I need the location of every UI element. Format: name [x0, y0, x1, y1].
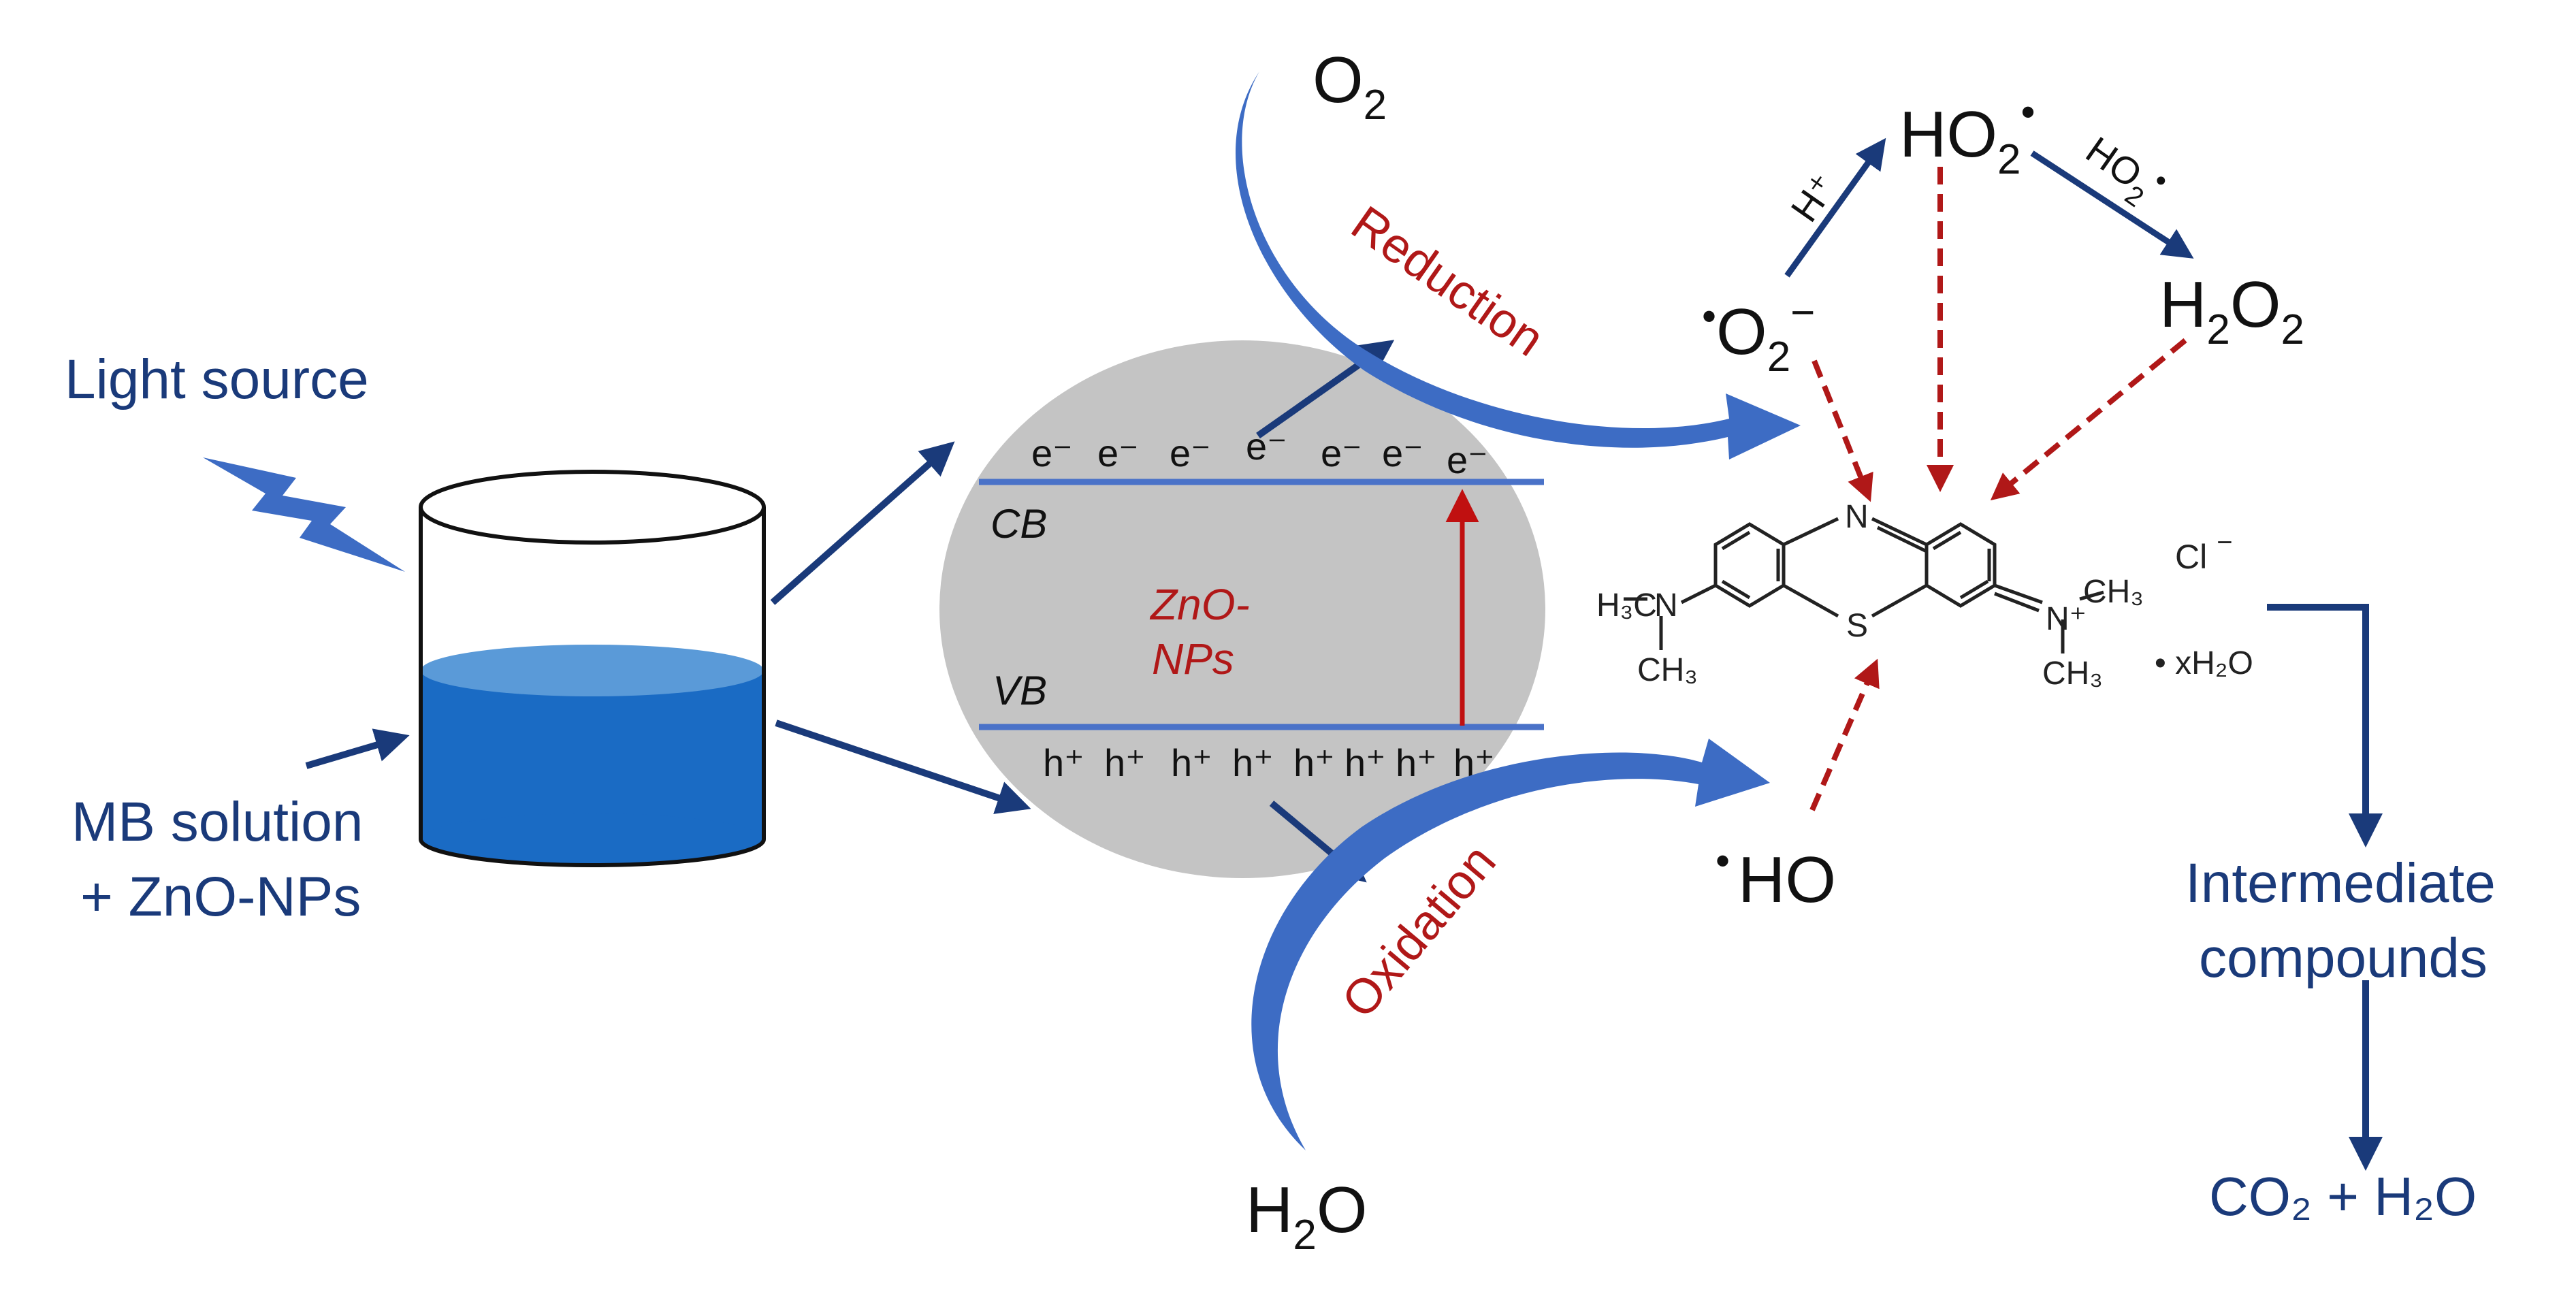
hplus-label: H⁺ — [1782, 165, 1845, 229]
mb-solution-arrow — [305, 728, 410, 769]
electron: e⁻ — [1097, 432, 1139, 474]
light-source-label: Light source — [65, 349, 369, 410]
oxidation-swoosh — [1251, 739, 1770, 1150]
hydroxyl-radical: •HO — [1716, 838, 1836, 916]
beaker-rim — [419, 470, 766, 545]
beaker-solution — [421, 671, 764, 839]
zno-label-2: NPs — [1152, 634, 1234, 683]
electron: e⁻ — [1031, 432, 1073, 474]
h2o-label: H2O — [1246, 1174, 1367, 1259]
hole: h⁺ — [1171, 741, 1212, 784]
methylene-blue-molecule — [1624, 517, 2104, 653]
left-ch3: CH₃ — [1637, 652, 1698, 688]
ring-sulfur: S — [1846, 608, 1868, 644]
hole: h⁺ — [1293, 741, 1335, 784]
dismutation-label: HO2• — [2073, 123, 2175, 219]
left-h3c: H₃C — [1596, 587, 1657, 624]
molecule-labels: N S H₃C N CH₃ N⁺ CH₃ CH₃ Cl− • xH₂O — [1596, 499, 2253, 692]
left-nitrogen: N — [1654, 587, 1678, 624]
ring-nitrogen: N — [1845, 499, 1869, 535]
right-nitrogen: N⁺ — [2046, 601, 2087, 637]
right-ch3-top: CH₃ — [2083, 574, 2144, 610]
vb-label: VB — [993, 668, 1047, 713]
beaker — [419, 470, 766, 867]
electron: e⁻ — [1321, 432, 1362, 474]
zno-particle — [939, 340, 1545, 878]
beaker-to-cb-arrow — [770, 441, 955, 605]
hole: h⁺ — [1043, 741, 1084, 784]
hole: h⁺ — [1104, 741, 1146, 784]
intermediate-label: Intermediate — [2185, 852, 2496, 914]
chloride-ion: Cl− — [2175, 528, 2233, 576]
beaker-to-vb-arrow — [775, 720, 1031, 814]
electrons: e⁻ e⁻ e⁻ e⁻ e⁻ e⁻ e⁻ — [1031, 425, 1488, 481]
hydrogen-peroxide: H2O2 — [2159, 268, 2304, 353]
superoxide-radical: •O2− — [1702, 289, 1815, 381]
reduction-label: Reduction — [1342, 196, 1553, 367]
hole: h⁺ — [1396, 741, 1437, 784]
protonation-arrow — [1784, 138, 1886, 278]
final-products-label: CO₂ + H₂O — [2209, 1166, 2477, 1227]
hole: h⁺ — [1345, 741, 1386, 784]
mb-solution-label: MB solution — [71, 791, 363, 853]
right-ch3-bottom: CH₃ — [2042, 656, 2103, 692]
hydrate-label: • xH₂O — [2155, 645, 2253, 681]
electron: e⁻ — [1382, 432, 1423, 474]
hydroperoxyl-radical: HO2• — [1899, 89, 2035, 183]
radical-attack-arrows — [1809, 167, 2187, 811]
o2-label: O2 — [1313, 44, 1387, 129]
mb-solution-label-2: + ZnO-NPs — [80, 866, 361, 928]
peroxide-attack-arrow — [1990, 338, 2187, 501]
reduction-swoosh — [1235, 71, 1801, 459]
superoxide-attack-arrow — [1812, 359, 1873, 502]
electron: e⁻ — [1170, 432, 1211, 474]
degradation-pathway-arrow — [2267, 604, 2383, 847]
dismutation-arrow — [2030, 150, 2194, 259]
electron: e⁻ — [1447, 438, 1488, 481]
zno-label: ZnO- — [1149, 580, 1250, 629]
beaker-solution-surface — [421, 645, 764, 696]
intermediate-label-2: compounds — [2199, 927, 2488, 989]
hole: h⁺ — [1232, 741, 1274, 784]
lightning-bolt-icon — [203, 457, 405, 572]
cb-label: CB — [991, 501, 1047, 547]
hydroxyl-attack-arrow — [1809, 658, 1880, 811]
holes: h⁺ h⁺ h⁺ h⁺ h⁺ h⁺ h⁺ h⁺ — [1043, 741, 1495, 784]
